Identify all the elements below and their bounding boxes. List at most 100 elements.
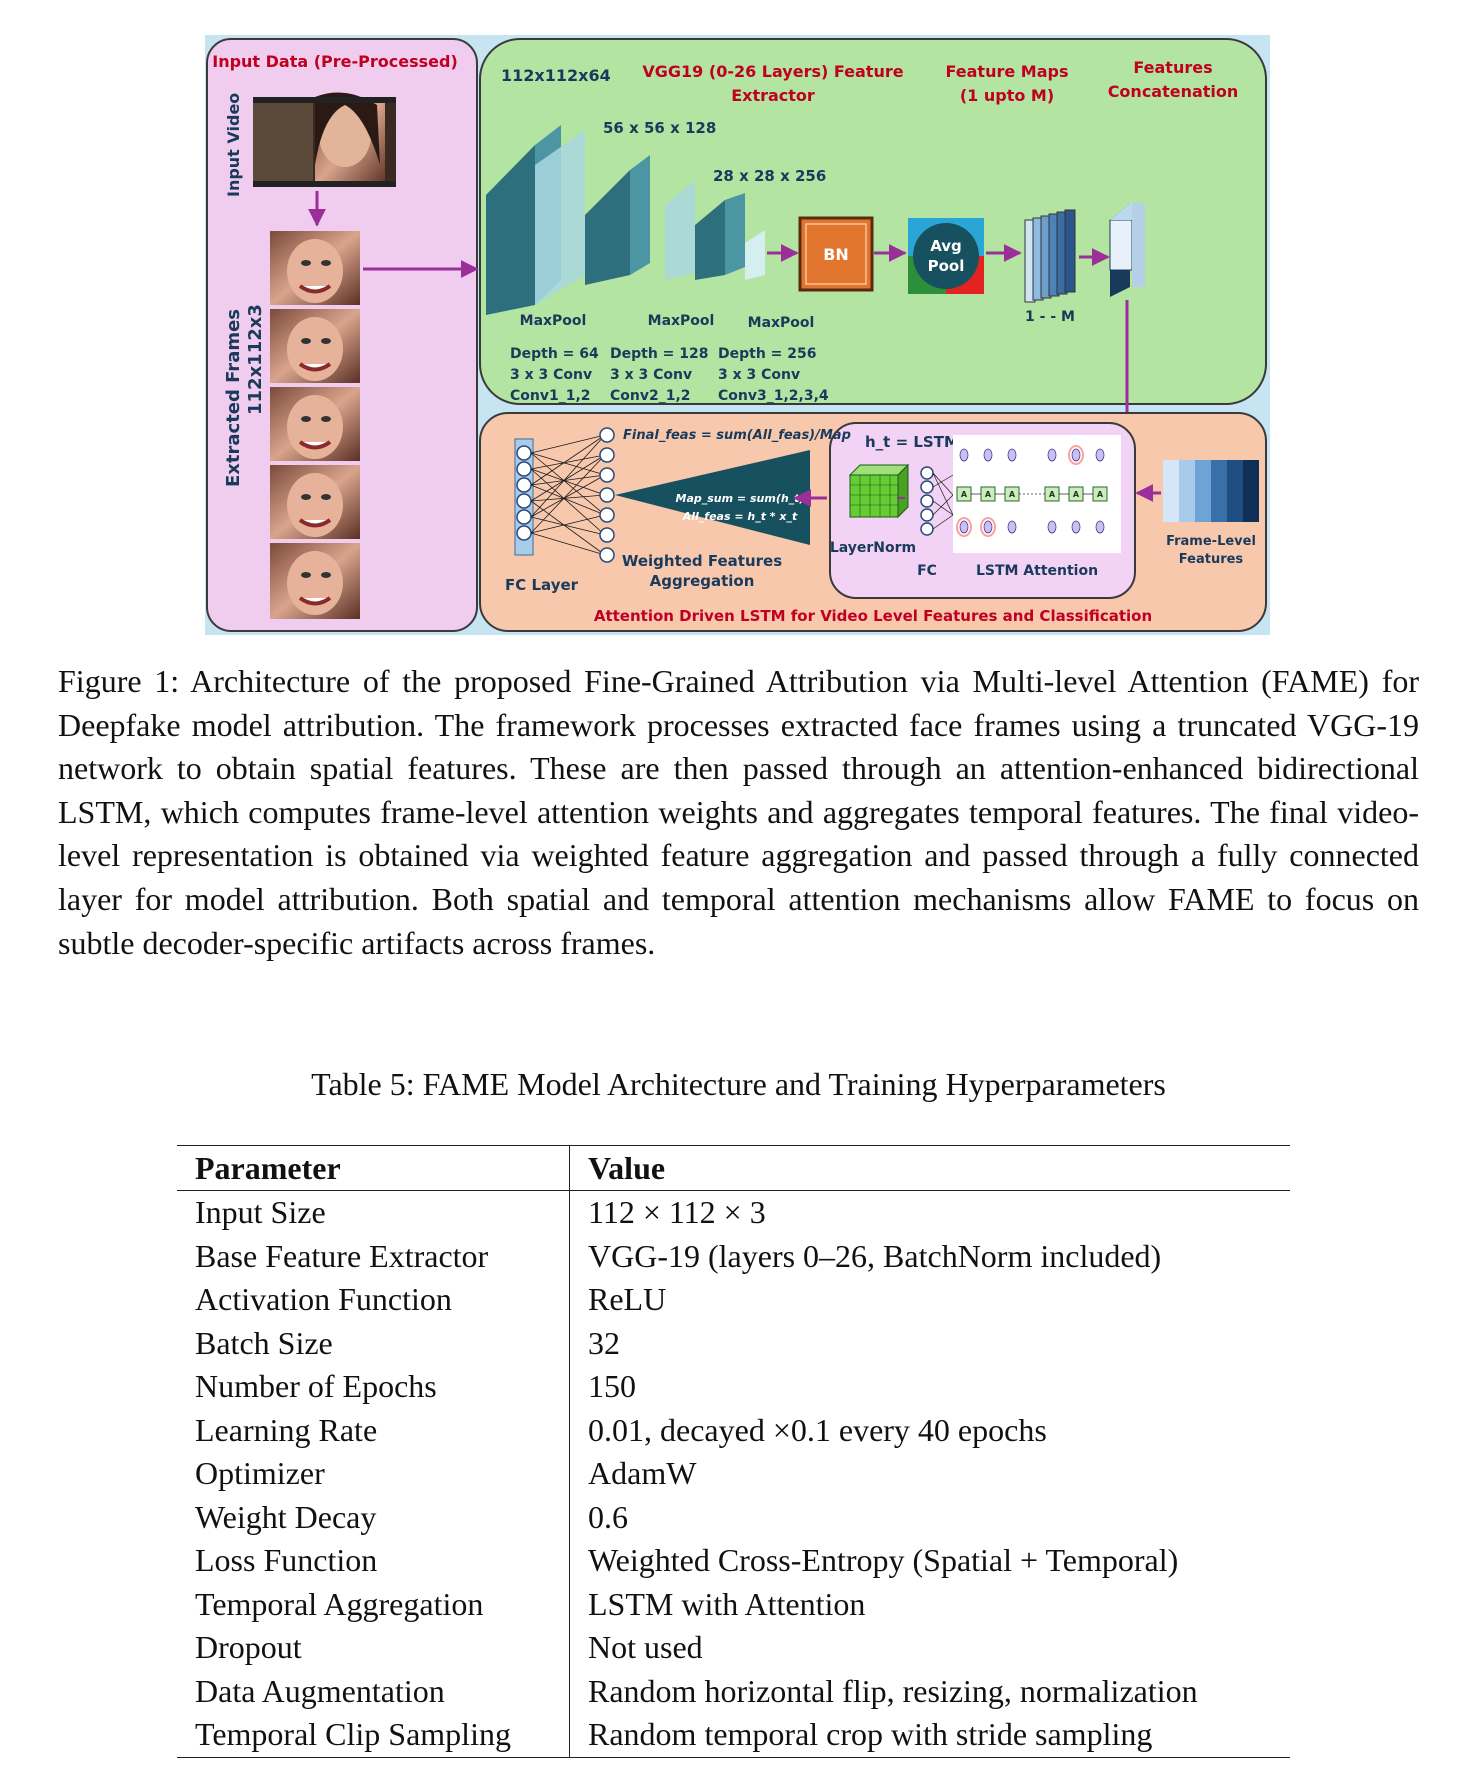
- header-parameter: Parameter: [177, 1146, 570, 1191]
- lstm-cell-a4: A: [1049, 490, 1056, 499]
- depth3-line1: Depth = 256: [718, 346, 817, 362]
- parameter-cell: Input Size: [177, 1191, 570, 1235]
- value-cell: 0.6: [570, 1496, 1291, 1540]
- feature-maps-stack: [1025, 210, 1075, 302]
- parameter-cell: Batch Size: [177, 1322, 570, 1366]
- parameter-cell: Number of Epochs: [177, 1365, 570, 1409]
- table-header-row: Parameter Value: [177, 1146, 1290, 1191]
- lstm-fc-neurons: [921, 467, 933, 535]
- depth2-line2: 3 x 3 Conv: [610, 367, 692, 383]
- parameter-cell: Data Augmentation: [177, 1670, 570, 1714]
- depth3-line2: 3 x 3 Conv: [718, 367, 800, 383]
- parameter-cell: Dropout: [177, 1626, 570, 1670]
- depth2-line1: Depth = 128: [610, 346, 709, 362]
- input-panel-title: Input Data (Pre-Processed): [212, 52, 458, 71]
- value-cell: 112 × 112 × 3: [570, 1191, 1291, 1235]
- frame-size-label: 112x112x3: [245, 304, 266, 415]
- concat-title-2: Concatenation: [1108, 82, 1239, 101]
- bn-label: BN: [823, 245, 849, 264]
- frame-level-features: [1163, 460, 1259, 522]
- avgpool-label-1: Avg: [930, 237, 962, 255]
- input-video-label: Input Video: [224, 93, 243, 197]
- feature-maps-title-1: Feature Maps: [946, 62, 1069, 81]
- final-feas-eq: Final_feas = sum(All_feas)/Map: [623, 428, 851, 443]
- depth3-line3: Conv3_1,2,3,4: [718, 388, 829, 404]
- maxpool-2: MaxPool: [648, 313, 715, 329]
- maps-range: 1 - - M: [1025, 309, 1075, 325]
- architecture-figure: Input Data (Pre-Processed) Input Video E…: [205, 35, 1270, 635]
- figure-caption: Figure 1: Architecture of the proposed F…: [58, 660, 1419, 965]
- value-cell: Random horizontal flip, resizing, normal…: [570, 1670, 1291, 1714]
- maxpool-1: MaxPool: [520, 313, 587, 329]
- parameter-cell: Temporal Clip Sampling: [177, 1713, 570, 1757]
- parameter-cell: Temporal Aggregation: [177, 1583, 570, 1627]
- fc-layer-label: FC Layer: [505, 576, 579, 594]
- depth1-line2: 3 x 3 Conv: [510, 367, 592, 383]
- parameter-cell: Base Feature Extractor: [177, 1235, 570, 1279]
- depth1-line1: Depth = 64: [510, 346, 599, 362]
- parameter-cell: Learning Rate: [177, 1409, 570, 1453]
- value-cell: Not used: [570, 1626, 1291, 1670]
- value-cell: 150: [570, 1365, 1291, 1409]
- frame-level-label-1: Frame-Level: [1166, 534, 1256, 549]
- extracted-frames: [270, 231, 360, 619]
- feature-maps-title-2: (1 upto M): [960, 86, 1054, 105]
- avg-pool-block: [908, 218, 984, 294]
- concat-bar: [1110, 203, 1145, 297]
- value-cell: Random temporal crop with stride samplin…: [570, 1713, 1291, 1757]
- block2-dims: 56 x 56 x 128: [603, 119, 716, 137]
- depth1-line3: Conv1_1,2: [510, 388, 591, 404]
- parameter-cell: Weight Decay: [177, 1496, 570, 1540]
- weighted-label-2: Aggregation: [650, 572, 755, 590]
- fc-label: FC: [917, 563, 937, 579]
- frame-level-label-2: Features: [1179, 552, 1244, 567]
- parameter-cell: Loss Function: [177, 1539, 570, 1583]
- block1-dims: 112x112x64: [501, 66, 611, 85]
- lstm-cell-a2: A: [985, 490, 992, 499]
- layernorm-label: LayerNorm: [830, 540, 916, 556]
- header-value: Value: [570, 1146, 1291, 1191]
- value-cell: LSTM with Attention: [570, 1583, 1291, 1627]
- extracted-frames-label: Extracted Frames: [223, 309, 244, 487]
- parameter-cell: Optimizer: [177, 1452, 570, 1496]
- value-cell: VGG-19 (layers 0–26, BatchNorm included): [570, 1235, 1291, 1279]
- value-cell: 0.01, decayed ×0.1 every 40 epochs: [570, 1409, 1291, 1453]
- lstm-attention-label: LSTM Attention: [976, 563, 1098, 579]
- value-cell: ReLU: [570, 1278, 1291, 1322]
- avgpool-label-2: Pool: [928, 257, 965, 275]
- vgg-title-1: VGG19 (0-26 Layers) Feature: [642, 62, 903, 81]
- depth-block-1: Depth = 64 3 x 3 Conv Conv1_1,2: [510, 346, 599, 404]
- lstm-cell-a1: A: [961, 490, 968, 499]
- input-video-thumbnail: [253, 93, 396, 188]
- depth2-line3: Conv2_1,2: [610, 388, 691, 404]
- map-sum-eq: Map_sum = sum(h_t): [676, 492, 805, 505]
- concat-title-1: Features: [1133, 58, 1212, 77]
- lstm-cell-a3: A: [1009, 490, 1016, 499]
- weighted-label-1: Weighted Features: [622, 552, 782, 570]
- value-cell: 32: [570, 1322, 1291, 1366]
- block3-dims: 28 x 28 x 256: [713, 167, 826, 185]
- value-cell: AdamW: [570, 1452, 1291, 1496]
- parameter-cell: Activation Function: [177, 1278, 570, 1322]
- maxpool-3: MaxPool: [748, 315, 815, 331]
- vgg-title-2: Extractor: [731, 86, 815, 105]
- layernorm-cube: [850, 465, 908, 517]
- bottom-banner: Attention Driven LSTM for Video Level Fe…: [594, 607, 1152, 625]
- all-feas-eq: All_feas = h_t * x_t: [682, 510, 798, 523]
- lstm-cell-a6: A: [1097, 490, 1104, 499]
- value-cell: Weighted Cross-Entropy (Spatial + Tempor…: [570, 1539, 1291, 1583]
